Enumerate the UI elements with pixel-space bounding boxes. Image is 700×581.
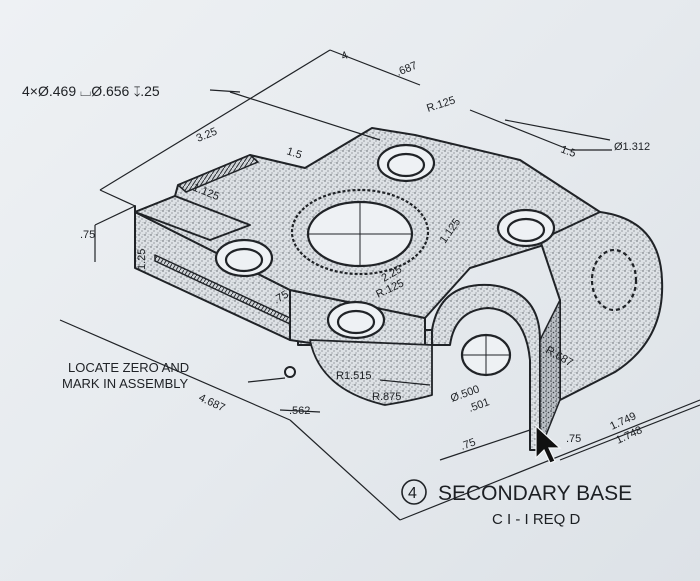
item-number-balloon xyxy=(401,479,427,505)
part-spec: C I - I REQ D xyxy=(492,511,581,528)
hole-spec-callout: 4×Ø.469 ⌴Ø.656 ↧.25 xyxy=(22,83,160,99)
counterbore-hole-left xyxy=(214,238,274,278)
dim-r125-top: R.125 xyxy=(425,94,457,114)
dim-687-top: .687 xyxy=(395,60,419,79)
zero-note-line1: LOCATE ZERO AND xyxy=(68,360,189,375)
boss-side-hole xyxy=(590,248,638,312)
dim-75-bottom: .75 xyxy=(459,436,477,453)
front-step xyxy=(134,195,251,241)
dim-562: .562 xyxy=(289,405,310,417)
holes xyxy=(214,143,638,377)
dim-4687: 4.687 xyxy=(197,392,227,415)
dim-r875: R.875 xyxy=(372,391,401,403)
dim-15-right: 1.5 xyxy=(559,144,577,161)
zero-note-line2: MARK IN ASSEMBLY xyxy=(62,376,189,391)
counterbore-hole-right xyxy=(496,208,556,248)
center-bore xyxy=(290,188,430,276)
dim-75-left: .75 xyxy=(80,229,95,241)
pin-hole-front xyxy=(460,333,512,377)
item-number: 4 xyxy=(408,485,417,502)
dim-dia1312: Ø1.312 xyxy=(614,141,650,153)
right-boss xyxy=(539,211,664,401)
dim-4-top: 4 xyxy=(340,49,350,62)
knurl-band-edge xyxy=(154,254,291,325)
zero-mark-dot xyxy=(284,366,296,378)
knurl-band-top xyxy=(177,154,259,193)
dim-125-small: 1.25 xyxy=(136,249,148,270)
dim-15-inner: 1.5 xyxy=(285,145,303,161)
counterbore-hole-front xyxy=(326,300,386,340)
mouse-cursor-icon xyxy=(535,424,562,464)
cylinder-cut xyxy=(309,339,433,406)
counterbore-hole-top xyxy=(376,143,436,183)
dim-325: 3.25 xyxy=(195,126,219,145)
dim-r1515: R1.515 xyxy=(336,370,371,382)
dim-501: .501 xyxy=(467,396,491,415)
dim-75-corner: .75 xyxy=(566,433,581,445)
part-name: SECONDARY BASE xyxy=(438,482,632,505)
shadow-side xyxy=(539,299,561,451)
title-block: 4 SECONDARY BASE C I - I REQ D xyxy=(401,479,632,528)
